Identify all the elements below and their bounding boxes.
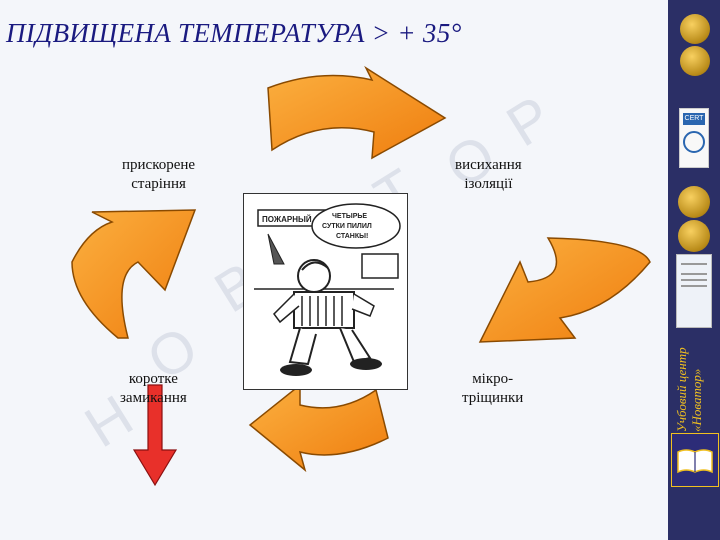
brand-label: Учбовий центр «Новатор» [666,340,706,432]
cartoon-sign: ПОЖАРНЫЙ [262,215,312,224]
medal-icon [680,46,710,76]
arrow-right [478,237,651,343]
cartoon-bubble-1: ЧЕТЫРЬЕ [332,213,367,220]
slide: ПІДВИЩЕНА ТЕМПЕРАТУРА > + 35° НОВАТОР пр… [6,18,651,487]
medal-icon [680,14,710,44]
cert-badge: CERT [683,113,705,125]
certificate-icon: CERT [679,108,709,168]
brand-line-1: Учбовий центр [674,347,689,432]
medal-icon [678,186,710,218]
arrow-top [267,65,447,160]
document-icon [676,254,712,328]
slide-title: ПІДВИЩЕНА ТЕМПЕРАТУРА > + 35° [6,18,462,48]
cartoon-bubble-2: СУТКИ ПИЛИЛ [322,223,372,230]
label-microcracks: мікро-тріщинки [462,371,524,406]
medal-icon [678,220,710,252]
brand-line-2: «Новатор» [689,368,704,432]
arrow-left [71,209,197,339]
arrow-bottom [248,383,389,473]
cartoon-bubble-3: СТАНКЫ! [336,233,368,240]
cartoon-image: ПОЖАРНЫЙ ЧЕТЫРЬЕ СУТКИ ПИЛИЛ СТАНКЫ! [243,193,408,390]
cycle-arrows [71,65,651,487]
book-icon [671,433,719,487]
red-down-arrow [132,384,178,487]
